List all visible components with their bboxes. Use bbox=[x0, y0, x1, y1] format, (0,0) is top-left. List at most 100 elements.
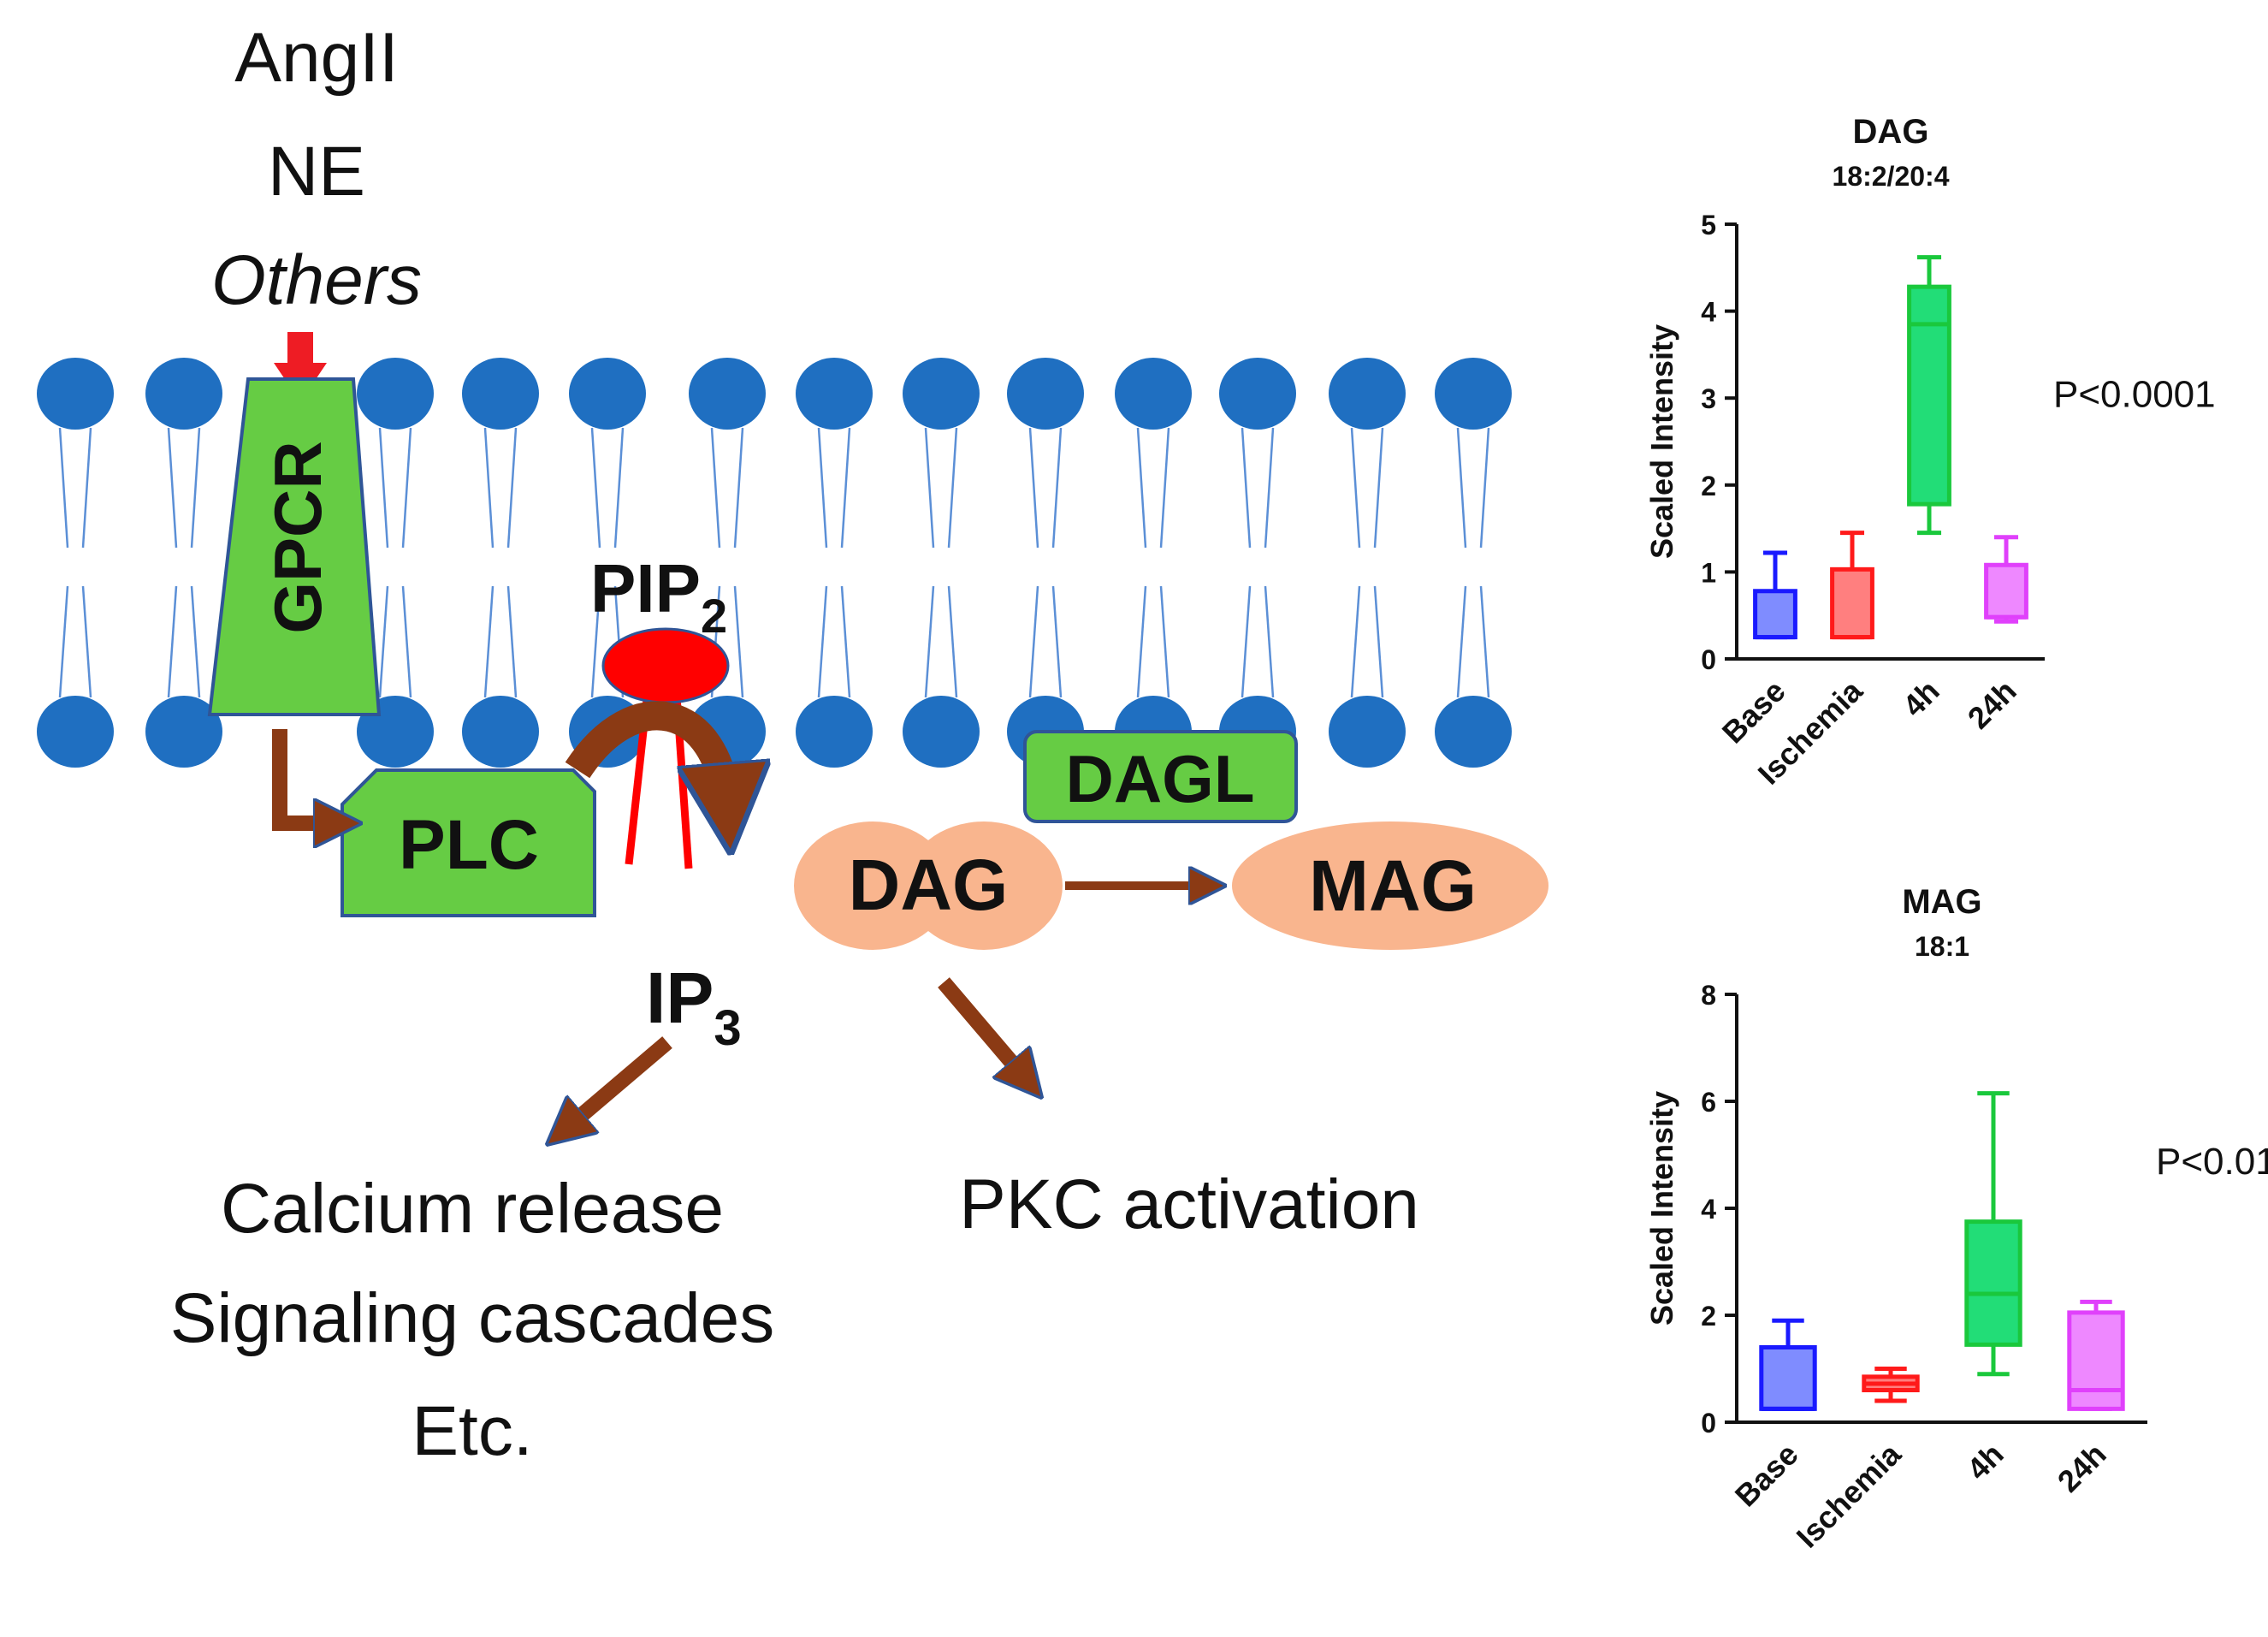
lipid-tail bbox=[590, 585, 601, 698]
lipid-tail bbox=[1051, 427, 1063, 549]
lipid-head bbox=[796, 696, 873, 768]
lipid-head bbox=[1329, 696, 1406, 768]
dag-lipid: DAG bbox=[794, 821, 1063, 950]
lipid-tail bbox=[378, 585, 389, 698]
chart-title: MAG bbox=[1902, 883, 1981, 921]
lipid-tail bbox=[1373, 427, 1384, 549]
outcome-calcium-release: Calcium release bbox=[221, 1170, 724, 1248]
lipid-head bbox=[569, 358, 646, 430]
lipid-tail bbox=[1241, 585, 1252, 698]
ligand-angii: AngII bbox=[234, 19, 398, 97]
ip3-label: IP3 bbox=[646, 958, 742, 1056]
y-tick-label: 4 bbox=[1701, 297, 1716, 328]
outcome-etc: Etc. bbox=[412, 1392, 532, 1470]
lipid-tail bbox=[924, 585, 935, 698]
lipid-tail bbox=[483, 585, 494, 698]
lipid-tail bbox=[947, 585, 958, 698]
plc-label: PLC bbox=[399, 806, 539, 884]
lipid-head bbox=[1435, 696, 1512, 768]
y-axis-label: Scaled Intensity bbox=[1644, 1091, 1679, 1326]
x-tick-label: Base bbox=[1728, 1437, 1805, 1514]
y-tick-label: 1 bbox=[1701, 557, 1716, 588]
lipid-tail bbox=[1051, 585, 1063, 698]
lipid-tail bbox=[506, 585, 518, 698]
lipid-tail bbox=[590, 427, 601, 549]
box-4h bbox=[1964, 1219, 2022, 1347]
lipid-tail bbox=[401, 585, 412, 698]
ligand-others: Others bbox=[211, 241, 422, 319]
lipid-tail bbox=[401, 427, 412, 549]
dag-label: DAG bbox=[849, 845, 1009, 925]
lipid-tail bbox=[1264, 585, 1275, 698]
pip2-label: PIP2 bbox=[590, 550, 727, 643]
x-tick-label: Ischemia bbox=[1790, 1436, 1909, 1555]
mag-lipid: MAG bbox=[1232, 821, 1549, 950]
y-tick-label: 8 bbox=[1701, 980, 1716, 1011]
y-tick-label: 0 bbox=[1701, 644, 1716, 675]
chart-title: DAG bbox=[1853, 113, 1929, 151]
lipid-tail bbox=[733, 427, 744, 549]
gpcr-label: GPCR bbox=[260, 441, 335, 633]
lipid-tail bbox=[613, 427, 625, 549]
lipid-tail bbox=[1456, 427, 1467, 549]
lipid-tail bbox=[1028, 585, 1039, 698]
lipid-head bbox=[37, 358, 114, 430]
lipid-bilayer bbox=[37, 358, 1512, 768]
x-tick-label: 4h bbox=[1960, 1437, 2010, 1487]
y-tick-label: 0 bbox=[1701, 1408, 1716, 1438]
y-tick-label: 4 bbox=[1701, 1194, 1716, 1225]
lipid-tail bbox=[506, 427, 518, 549]
dagl-label: DAGL bbox=[1066, 741, 1255, 816]
lipid-tail bbox=[1456, 585, 1467, 698]
lipid-tail bbox=[710, 427, 721, 549]
plc-enzyme: PLC bbox=[340, 768, 596, 917]
chart-subtitle: 18:1 bbox=[1915, 931, 1969, 962]
box-24h bbox=[2067, 1310, 2125, 1411]
gpcr-receptor: GPCR bbox=[207, 377, 382, 716]
lipid-tail bbox=[190, 585, 201, 698]
mag-label: MAG bbox=[1309, 845, 1477, 926]
lipid-tail bbox=[167, 427, 178, 549]
p-value-annotation: P<0.0001 bbox=[2053, 373, 2216, 415]
dagl-enzyme: DAGL bbox=[1023, 730, 1298, 823]
lipid-tail bbox=[1136, 427, 1147, 549]
lipid-tail bbox=[167, 585, 178, 698]
box-24h bbox=[1984, 562, 2028, 620]
ip3-to-calcium-arrow bbox=[565, 1036, 672, 1130]
lipid-tail bbox=[58, 427, 69, 549]
lipid-head bbox=[145, 358, 222, 430]
lipid-tail bbox=[1159, 585, 1170, 698]
lipid-tail bbox=[1479, 427, 1490, 549]
lipid-head bbox=[903, 696, 980, 768]
box-base bbox=[1759, 1345, 1817, 1411]
lipid-tail bbox=[733, 585, 744, 698]
plc-to-pip2-arrow bbox=[565, 701, 727, 809]
lipid-tail bbox=[1479, 585, 1490, 698]
box-4h bbox=[1907, 284, 1951, 507]
box-ischemia bbox=[1830, 566, 1874, 640]
lipid-head bbox=[462, 358, 539, 430]
lipid-head bbox=[796, 358, 873, 430]
p-value-annotation: P<0.01 bbox=[2156, 1141, 2268, 1183]
lipid-tail bbox=[1136, 585, 1147, 698]
lipid-tail bbox=[1350, 427, 1361, 549]
lipid-tail bbox=[817, 427, 828, 549]
lipid-tail bbox=[1159, 427, 1170, 549]
lipid-tail bbox=[190, 427, 201, 549]
y-tick-label: 3 bbox=[1701, 383, 1716, 414]
lipid-tail bbox=[924, 427, 935, 549]
chart-subtitle: 18:2/20:4 bbox=[1833, 161, 1950, 192]
y-tick-label: 6 bbox=[1701, 1087, 1716, 1118]
lipid-head bbox=[462, 696, 539, 768]
outcome-signaling-cascades: Signaling cascades bbox=[170, 1279, 775, 1357]
lipid-head bbox=[145, 696, 222, 768]
lipid-tail bbox=[947, 427, 958, 549]
lipid-head bbox=[1329, 358, 1406, 430]
gpcr-to-plc-arrow bbox=[272, 729, 338, 823]
x-tick-label: 24h bbox=[2051, 1437, 2113, 1499]
lipid-tail bbox=[1241, 427, 1252, 549]
lipid-tail bbox=[817, 585, 828, 698]
lipid-head bbox=[689, 358, 766, 430]
